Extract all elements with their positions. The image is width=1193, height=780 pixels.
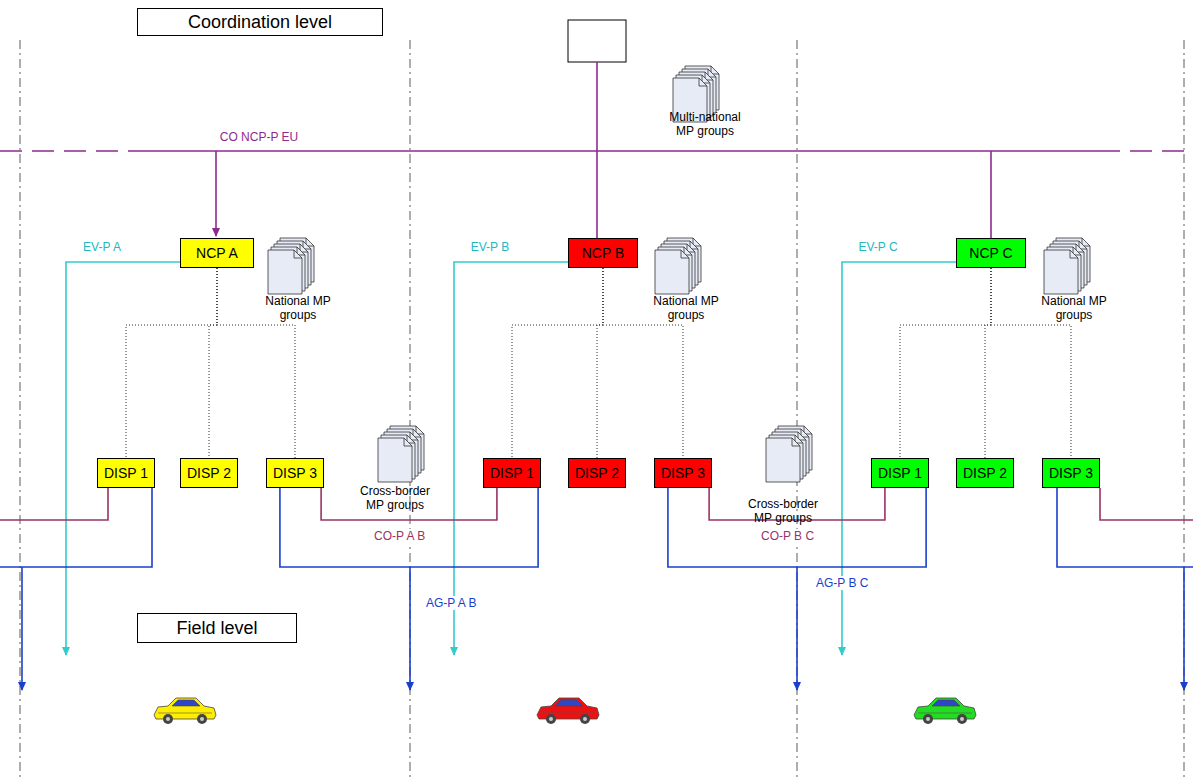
- disp-box: DISP 2: [956, 458, 1014, 488]
- node-text: DISP 2: [575, 465, 619, 481]
- node-text: DISP 3: [1049, 465, 1093, 481]
- disp-box: DISP 3: [266, 458, 324, 488]
- node-text: NCP B: [582, 245, 625, 261]
- group-label: Cross-border MP groups: [352, 484, 438, 512]
- node-text: DISP 1: [104, 465, 148, 481]
- node-text: DISP 3: [661, 465, 705, 481]
- protocol-label: CO-P A B: [372, 529, 427, 543]
- ncp-box: NCP B: [568, 238, 638, 268]
- protocol-line: [668, 488, 926, 567]
- hierarchy-line: [512, 268, 603, 458]
- hierarchy-line: [209, 268, 217, 458]
- node-text: DISP 1: [490, 465, 534, 481]
- ncp-box: NCP A: [180, 238, 254, 268]
- disp-box: DISP 1: [483, 458, 541, 488]
- hierarchy-line: [597, 268, 603, 458]
- hierarchy-line: [126, 268, 217, 458]
- bus-label: EV-P C: [856, 240, 900, 254]
- node-text: DISP 2: [187, 465, 231, 481]
- node-text: Coordination level: [188, 12, 332, 33]
- node-text: NCP C: [969, 245, 1012, 261]
- disp-box: DISP 3: [654, 458, 712, 488]
- ncp-box: NCP C: [956, 238, 1026, 268]
- protocol-label: AG-P B C: [814, 576, 870, 590]
- group-label: National MP groups: [646, 294, 726, 322]
- disp-box: DISP 2: [568, 458, 626, 488]
- bus-label: CO NCP-P EU: [214, 130, 304, 144]
- node-text: Field level: [176, 618, 257, 639]
- node-text: DISP 3: [273, 465, 317, 481]
- disp-box: DISP 1: [871, 458, 929, 488]
- disp-box: DISP 1: [97, 458, 155, 488]
- disp-box: DISP 3: [1042, 458, 1100, 488]
- node-text: NCP A: [196, 245, 238, 261]
- hierarchy-line: [985, 268, 991, 458]
- bus-label: EV-P B: [468, 240, 512, 254]
- node-text: DISP 1: [878, 465, 922, 481]
- level-box: Coordination level: [137, 8, 383, 36]
- protocol-label: CO-P B C: [759, 529, 816, 543]
- level-box: Field level: [137, 613, 297, 643]
- group-label: Cross-border MP groups: [740, 497, 826, 525]
- protocol-label: AG-P A B: [424, 596, 478, 610]
- disp-box: DISP 2: [180, 458, 238, 488]
- group-label: National MP groups: [258, 294, 338, 322]
- hierarchy-line: [900, 268, 991, 458]
- group-label: National MP groups: [1034, 294, 1114, 322]
- group-label: Multi-national MP groups: [660, 110, 750, 138]
- bus-label: EV-P A: [80, 240, 124, 254]
- node-text: DISP 2: [963, 465, 1007, 481]
